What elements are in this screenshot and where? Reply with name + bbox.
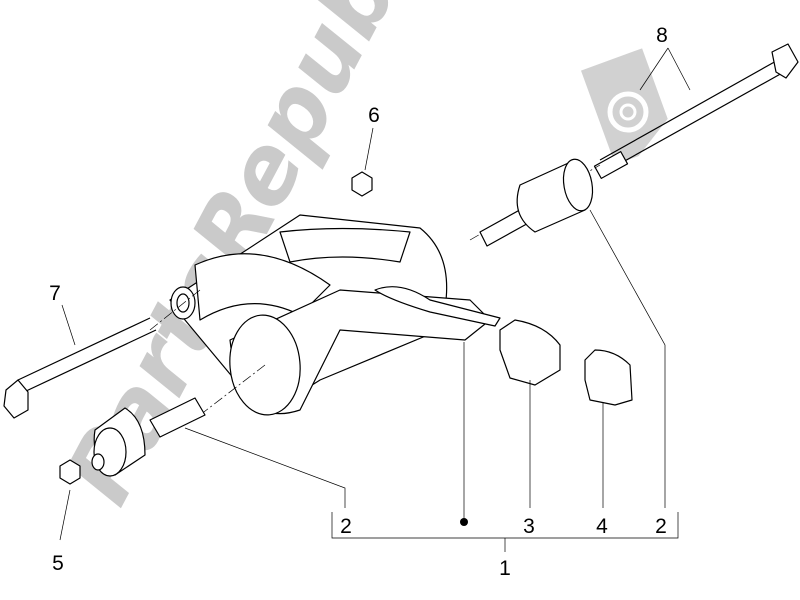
callout-7: 7: [49, 282, 61, 305]
bolt-long-right: [593, 43, 799, 179]
callout-4: 4: [596, 515, 608, 538]
callout-1: 1: [499, 557, 511, 580]
nut-bottom: [59, 459, 81, 485]
nut-top: [351, 171, 373, 197]
callout-2-left: 2: [340, 515, 352, 538]
bolt-long-left: [3, 317, 157, 419]
gear-icon: [580, 48, 668, 165]
leader-lines: [59, 47, 691, 552]
rubber-block-3: [499, 319, 561, 386]
callout-3: 3: [523, 515, 535, 538]
bushing-left: [91, 397, 206, 477]
reference-dot: [460, 518, 468, 526]
callout-5: 5: [52, 552, 64, 575]
callout-8: 8: [656, 24, 668, 47]
bushing-right: [469, 158, 601, 247]
callout-6: 6: [368, 104, 380, 127]
callout-2-right: 2: [655, 515, 667, 538]
swing-arm: [149, 214, 501, 416]
rubber-block-4: [584, 349, 633, 406]
